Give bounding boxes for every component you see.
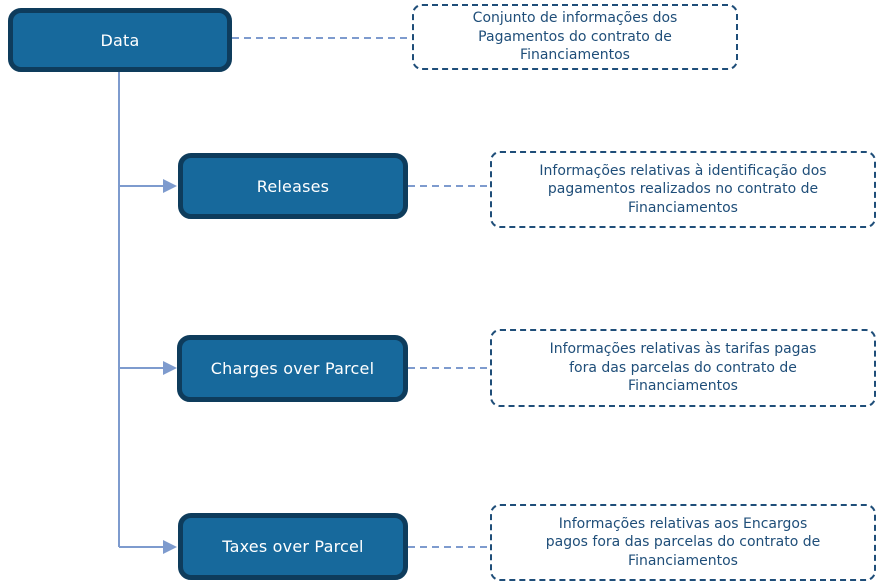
arrowhead-icon	[163, 179, 177, 193]
node-charges-label: Charges over Parcel	[210, 359, 375, 378]
note-charges-description: Informações relativas às tarifas pagas f…	[490, 329, 876, 407]
note-data-description: Conjunto de informações dos Pagamentos d…	[412, 4, 738, 70]
note-line: Conjunto de informações dos	[472, 10, 678, 27]
node-releases-label: Releases	[256, 176, 330, 196]
note-line: Financiamentos	[520, 47, 630, 64]
note-line: fora das parcelas do contrato de	[569, 359, 797, 376]
arrowhead-icon	[163, 361, 177, 375]
note-line: Informações relativas às tarifas pagas	[549, 341, 817, 358]
node-data-label: Data	[100, 30, 140, 50]
note-line: pagamentos realizados no contrato de	[547, 181, 819, 198]
note-line: Financiamentos	[628, 378, 738, 395]
note-taxes-description: Informações relativas aos Encargos pagos…	[490, 504, 876, 581]
node-taxes-over-parcel: Taxes over Parcel	[178, 513, 408, 580]
node-releases: Releases	[178, 153, 408, 219]
node-taxes-label: Taxes over Parcel	[222, 537, 364, 556]
note-line: Informações relativas à identificação do…	[539, 162, 827, 179]
note-line: Informações relativas aos Encargos	[558, 515, 808, 532]
note-line: pagos fora das parcelas do contrato de	[545, 534, 821, 551]
node-charges-over-parcel: Charges over Parcel	[177, 335, 408, 402]
node-data: Data	[8, 8, 232, 72]
arrowhead-icon	[163, 540, 177, 554]
note-line: Financiamentos	[628, 199, 738, 216]
note-releases-description: Informações relativas à identificação do…	[490, 151, 876, 228]
note-line: Financiamentos	[628, 552, 738, 569]
note-line: Pagamentos do contrato de	[478, 28, 672, 45]
